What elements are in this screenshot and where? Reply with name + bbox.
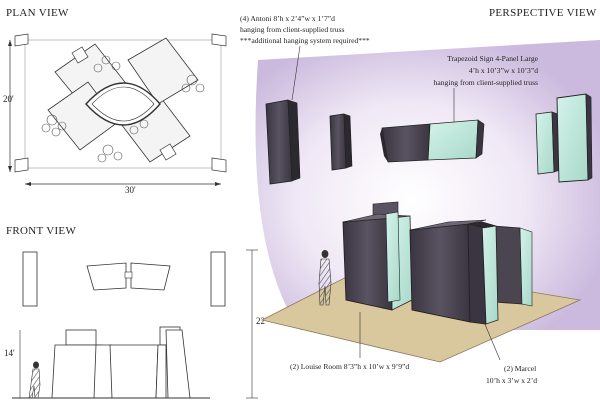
- plan-depth-label: 20': [3, 94, 14, 104]
- callout-marcel-line-2: 10’h x 3’w x 2’d: [486, 376, 537, 385]
- front-height-label: 14': [4, 348, 15, 358]
- overall-height-label: 22': [256, 316, 267, 326]
- callout-leader-lines: [291, 45, 501, 361]
- front-view: 14' 22': [4, 249, 267, 399]
- front-person-figure: [28, 361, 41, 399]
- plan-width-label: 30': [125, 185, 136, 195]
- front-sign-right: [130, 262, 171, 291]
- front-antoni-right: [210, 251, 226, 307]
- callout-antoni-line-1: (4) Antoni 8’h x 2’4”w x 1’7”d: [240, 14, 335, 23]
- plan-antoni-tl: [14, 33, 29, 47]
- callout-trapezoid-line-1: Trapezoid Sign 4-Panel Large: [447, 54, 539, 63]
- front-top-left: [65, 329, 97, 346]
- callout-antoni-line-3: ***additional hanging system required***: [240, 36, 370, 45]
- perspective-booth: [342, 201, 533, 325]
- callout-louise: (2) Louise Room 8’3”h x 10’w x 9’9”d: [290, 362, 409, 371]
- callout-antoni-line-2: hanging from client-supplied truss: [240, 25, 344, 34]
- plan-antoni-bl: [14, 157, 29, 173]
- perspective-view: [260, 45, 593, 363]
- callout-antoni: (4) Antoni 8’h x 2’4”w x 1’7”d hanging f…: [240, 14, 370, 45]
- callout-marcel-line-1: (2) Marcel: [504, 364, 536, 373]
- plan-view-title: PLAN VIEW: [6, 7, 69, 19]
- front-panel-4: [155, 344, 167, 399]
- perspective-person-figure: [318, 250, 332, 306]
- callout-trapezoid: Trapezoid Sign 4-Panel Large 4’h x 10’3”…: [434, 54, 539, 87]
- front-panel-5: [165, 329, 191, 399]
- plan-marcel-1: [71, 46, 89, 64]
- front-panel-3: [109, 344, 159, 399]
- plan-room-d: [127, 37, 199, 105]
- perspective-trapezoid-sign: [380, 119, 485, 163]
- plan-marcel-2: [159, 143, 177, 161]
- callout-trapezoid-line-2: 4’h x 10’3”w x 10’3”d: [469, 66, 538, 75]
- plan-antoni-br: [211, 157, 227, 173]
- front-view-title: FRONT VIEW: [6, 225, 76, 237]
- plan-view: 20' 30': [3, 33, 227, 195]
- front-panel-2: [93, 344, 113, 399]
- callout-trapezoid-line-3: hanging from client-supplied truss: [434, 78, 538, 87]
- plan-furniture: [41, 55, 205, 163]
- plan-antoni-tr: [211, 33, 227, 47]
- front-sign-left: [86, 262, 127, 291]
- perspective-view-title: PERSPECTIVE VIEW: [489, 7, 597, 19]
- perspective-antoni-panels: [265, 93, 593, 185]
- front-antoni-left: [22, 251, 38, 307]
- callout-marcel: (2) Marcel 10’h x 3’w x 2’d: [486, 364, 537, 385]
